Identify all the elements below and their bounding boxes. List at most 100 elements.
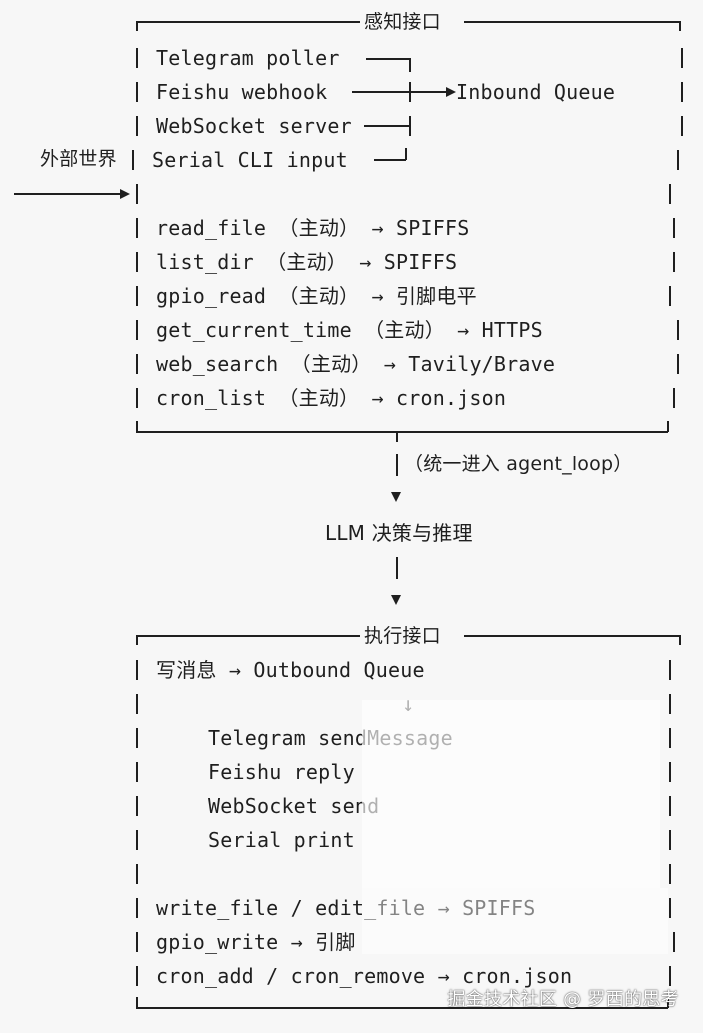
right-arrow-icon: → (457, 318, 470, 342)
active-item-name: list_dir (156, 250, 254, 274)
active-item-tag: （主动） (364, 318, 445, 342)
right-bar (677, 354, 679, 374)
llm-label: LLM 决策与推理 (325, 516, 473, 550)
perception-top-left-border (136, 21, 360, 23)
inbound-queue: Inbound Queue (456, 80, 616, 104)
active-item-target: cron.json (395, 386, 507, 410)
connector-telegram (366, 58, 410, 60)
flow-stem-mid (396, 454, 398, 476)
connector-serial (374, 159, 406, 161)
outbound-queue: Outbound Queue (253, 658, 425, 682)
active-item-name: cron_list (156, 386, 267, 410)
action-name: write_file / edit_file (156, 896, 426, 920)
left-bar (136, 252, 138, 272)
perception-top-right-border (464, 21, 680, 23)
execution-top-left-corner (136, 635, 138, 645)
connector-websocket (364, 125, 410, 127)
down-arrow-icon (391, 492, 401, 502)
down-arrow-icon (391, 595, 401, 605)
connector-feishu (352, 91, 446, 93)
active-item-tag: （主动） (278, 216, 360, 240)
left-bar (136, 286, 138, 306)
right-bar (669, 728, 671, 748)
right-bar (669, 864, 671, 884)
action-write-file: write_file / edit_file → SPIFFS (156, 891, 536, 925)
active-item-target: 引脚电平 (395, 284, 477, 308)
connector-vertical-1 (409, 58, 411, 72)
llm-label-text: LLM 决策与推理 (325, 521, 473, 545)
active-item-name: get_current_time (156, 318, 352, 342)
right-bar (681, 48, 683, 68)
channel-feishu: Feishu reply (208, 760, 355, 784)
execution-top-right-border (464, 635, 680, 637)
right-arrow-icon: → (359, 250, 372, 274)
execution-bottom-border (136, 1007, 668, 1009)
right-bar (673, 388, 675, 408)
right-bar (673, 218, 675, 238)
left-bar (136, 218, 138, 238)
right-bar (673, 932, 675, 952)
active-item-name: web_search (156, 352, 279, 376)
outside-arrow-icon (120, 188, 130, 199)
channel-serial: Serial print (208, 828, 355, 852)
right-arrow-icon: → (290, 930, 303, 954)
left-bar (136, 796, 138, 816)
left-bar (136, 354, 138, 374)
active-item-name: gpio_read (156, 284, 267, 308)
watermark: 掘金技术社区 @ 罗西的思考 (447, 989, 679, 1010)
left-bar (136, 116, 138, 136)
active-item-target: HTTPS (481, 318, 543, 342)
write-message-line: 写消息 → Outbound Queue (156, 653, 425, 687)
left-bar (136, 966, 138, 986)
action-target: cron.json (462, 964, 573, 988)
execution-bottom-right-corner (667, 997, 669, 1008)
active-item-target: SPIFFS (395, 216, 470, 240)
input-serial-cli: Serial CLI input (152, 148, 348, 172)
right-bar (681, 116, 683, 136)
right-bar (669, 830, 671, 850)
flow-stem-lower (396, 557, 398, 579)
left-bar (136, 82, 138, 102)
outside-world-label: 外部世界 (40, 148, 117, 170)
active-item-tag: （主动） (278, 386, 360, 410)
queue-arrow-icon (446, 86, 456, 97)
right-bar (669, 966, 671, 986)
faded-overlay (362, 888, 668, 954)
left-bar (136, 932, 138, 952)
active-item: web_search （主动） → Tavily/Brave (156, 347, 555, 381)
left-bar (136, 728, 138, 748)
right-arrow-icon: → (371, 284, 384, 308)
active-item-target: SPIFFS (383, 250, 458, 274)
right-bar (669, 762, 671, 782)
active-item-target: Tavily/Brave (408, 352, 556, 376)
right-bar (669, 286, 671, 306)
active-item: read_file （主动） → SPIFFS (156, 211, 469, 245)
right-arrow-icon: → (371, 386, 384, 410)
perception-bottom-left-corner (136, 421, 138, 432)
right-arrow-icon: → (228, 658, 242, 682)
right-bar (681, 82, 683, 102)
perception-bottom-border (136, 431, 668, 433)
right-bar (677, 320, 679, 340)
right-bar (669, 694, 671, 714)
perception-top-right-corner (679, 21, 681, 31)
left-bar (136, 388, 138, 408)
execution-bottom-left-corner (136, 997, 138, 1008)
active-item: gpio_read （主动） → 引脚电平 (156, 279, 477, 313)
flow-note-text: （统一进入 agent_loop） (404, 453, 633, 475)
connector-vertical-4 (405, 148, 407, 160)
action-cron: cron_add / cron_remove → cron.json (156, 959, 572, 993)
right-arrow-icon: → (371, 216, 384, 240)
execution-title: 执行接口 (364, 625, 441, 647)
perception-title: 感知接口 (364, 11, 441, 33)
right-bar (669, 796, 671, 816)
right-bar (669, 660, 671, 680)
left-bar (136, 694, 138, 714)
action-name: gpio_write (156, 930, 279, 954)
execution-top-right-corner (679, 635, 681, 645)
right-bar (673, 252, 675, 272)
left-bar (136, 320, 138, 340)
active-item: get_current_time （主动） → HTTPS (156, 313, 543, 347)
action-target: SPIFFS (462, 896, 536, 920)
faded-overlay (362, 700, 660, 888)
